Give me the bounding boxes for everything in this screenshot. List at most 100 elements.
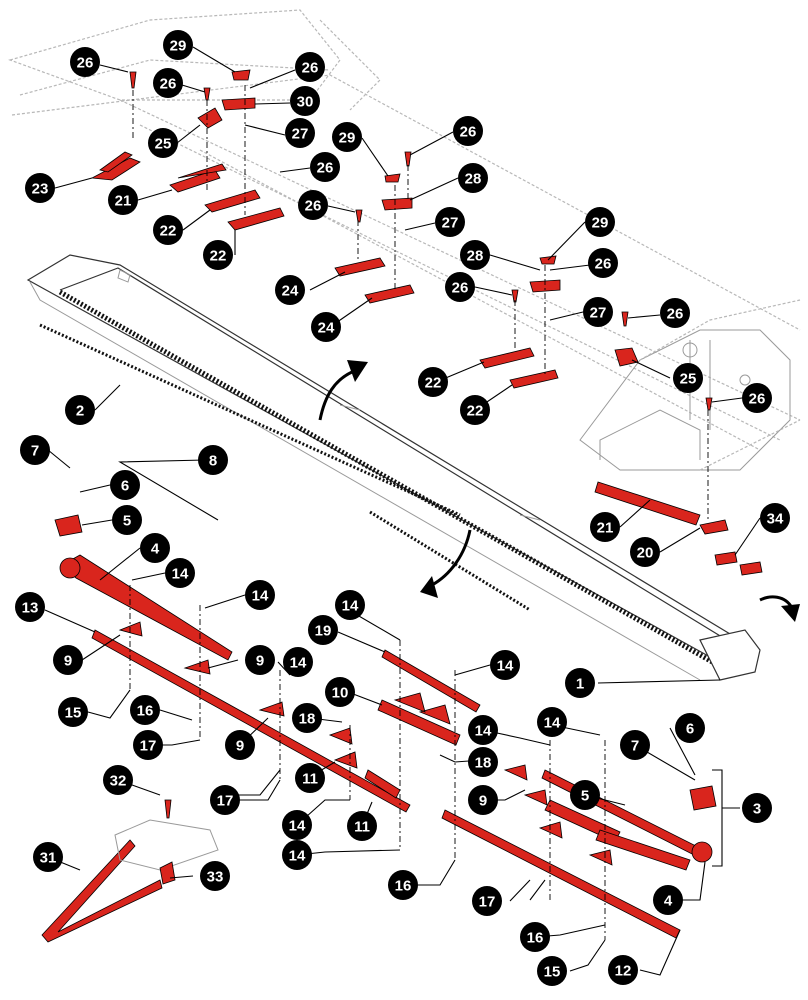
callout-badge bbox=[70, 47, 100, 77]
callout-number: 5 bbox=[581, 788, 589, 805]
callout-number: 11 bbox=[354, 819, 370, 836]
callout-badge bbox=[285, 118, 315, 148]
callout-badge bbox=[435, 207, 465, 237]
callout-22: 22 bbox=[460, 395, 490, 425]
callout-number: 26 bbox=[452, 280, 469, 297]
callout-19: 19 bbox=[308, 615, 338, 645]
callout-32: 32 bbox=[103, 765, 133, 795]
callout-14: 14 bbox=[282, 810, 312, 840]
callout-badge bbox=[458, 163, 488, 193]
callout-14: 14 bbox=[283, 647, 313, 677]
callout-14: 14 bbox=[165, 558, 195, 588]
callout-badge bbox=[588, 248, 618, 278]
callout-badge bbox=[282, 840, 312, 870]
callout-badge bbox=[282, 810, 312, 840]
callout-9: 9 bbox=[225, 730, 255, 760]
callout-number: 26 bbox=[749, 391, 766, 408]
callout-badge bbox=[25, 173, 55, 203]
callout-number: 13 bbox=[22, 600, 39, 617]
callout-badge bbox=[537, 707, 567, 737]
callout-badge bbox=[445, 272, 475, 302]
callout-badge bbox=[630, 537, 660, 567]
callout-badge bbox=[108, 185, 138, 215]
callout-27: 27 bbox=[435, 207, 465, 237]
callout-badge bbox=[311, 312, 341, 342]
callout-number: 25 bbox=[680, 371, 697, 388]
callout-14: 14 bbox=[245, 580, 275, 610]
callout-21: 21 bbox=[590, 512, 620, 542]
callout-number: 24 bbox=[282, 283, 299, 300]
callout-number: 27 bbox=[590, 305, 607, 322]
callout-9: 9 bbox=[245, 645, 275, 675]
callout-26: 26 bbox=[445, 272, 475, 302]
alignment-lines bbox=[129, 85, 709, 940]
callout-badge bbox=[165, 558, 195, 588]
callout-badge bbox=[210, 785, 240, 815]
callout-7: 7 bbox=[20, 435, 50, 465]
callout-7: 7 bbox=[620, 730, 650, 760]
callout-badge bbox=[15, 592, 45, 622]
callout-22: 22 bbox=[203, 240, 233, 270]
callout-14: 14 bbox=[282, 840, 312, 870]
callout-number: 22 bbox=[425, 375, 442, 392]
callout-badge bbox=[295, 763, 325, 793]
callout-badge bbox=[292, 703, 322, 733]
callout-11: 11 bbox=[295, 763, 325, 793]
callout-badge bbox=[653, 885, 683, 915]
callout-22: 22 bbox=[418, 367, 448, 397]
callout-badge bbox=[298, 190, 328, 220]
callout-badge bbox=[565, 668, 595, 698]
callout-number: 26 bbox=[305, 198, 322, 215]
callout-number: 7 bbox=[631, 738, 639, 755]
callout-badge bbox=[33, 842, 63, 872]
callout-badge bbox=[290, 86, 320, 116]
callout-17: 17 bbox=[133, 730, 163, 760]
callout-badge bbox=[388, 870, 418, 900]
callout-5: 5 bbox=[570, 780, 600, 810]
callout-badge bbox=[590, 512, 620, 542]
callout-13: 13 bbox=[15, 592, 45, 622]
motion-arrows bbox=[318, 360, 800, 622]
callout-number: 18 bbox=[475, 755, 492, 772]
callout-number: 26 bbox=[595, 256, 612, 273]
callout-number: 16 bbox=[527, 930, 544, 947]
callout-badge bbox=[325, 677, 355, 707]
callout-number: 1 bbox=[576, 676, 584, 693]
callout-number: 21 bbox=[597, 520, 614, 537]
callout-badge bbox=[742, 383, 772, 413]
callout-15: 15 bbox=[58, 697, 88, 727]
callout-4: 4 bbox=[653, 885, 683, 915]
callout-number: 26 bbox=[667, 306, 684, 323]
callout-16: 16 bbox=[520, 922, 550, 952]
callout-badge bbox=[110, 470, 140, 500]
callout-badge bbox=[673, 363, 703, 393]
callout-14: 14 bbox=[490, 650, 520, 680]
callout-badge bbox=[468, 715, 498, 745]
callout-number: 28 bbox=[465, 171, 482, 188]
callout-badge bbox=[295, 52, 325, 82]
callout-12: 12 bbox=[608, 955, 638, 985]
callout-badge bbox=[148, 128, 178, 158]
callout-badge bbox=[460, 395, 490, 425]
callout-20: 20 bbox=[630, 537, 660, 567]
callout-number: 2 bbox=[76, 403, 84, 420]
callout-number: 23 bbox=[32, 181, 49, 198]
callout-22: 22 bbox=[153, 215, 183, 245]
callout-badge bbox=[198, 445, 228, 475]
header-frame bbox=[8, 9, 801, 471]
callout-number: 14 bbox=[342, 598, 359, 615]
callout-badge bbox=[453, 116, 483, 146]
callout-number: 6 bbox=[686, 721, 694, 738]
callout-15: 15 bbox=[537, 956, 567, 986]
callout-18: 18 bbox=[292, 703, 322, 733]
callout-badge bbox=[468, 785, 498, 815]
callout-badge bbox=[583, 297, 613, 327]
callout-30: 30 bbox=[290, 86, 320, 116]
callout-2: 2 bbox=[65, 395, 95, 425]
callout-badge bbox=[153, 215, 183, 245]
callout-number: 28 bbox=[467, 248, 484, 265]
callout-badge bbox=[472, 886, 502, 916]
callout-number: 14 bbox=[475, 723, 492, 740]
callout-badge bbox=[53, 645, 83, 675]
